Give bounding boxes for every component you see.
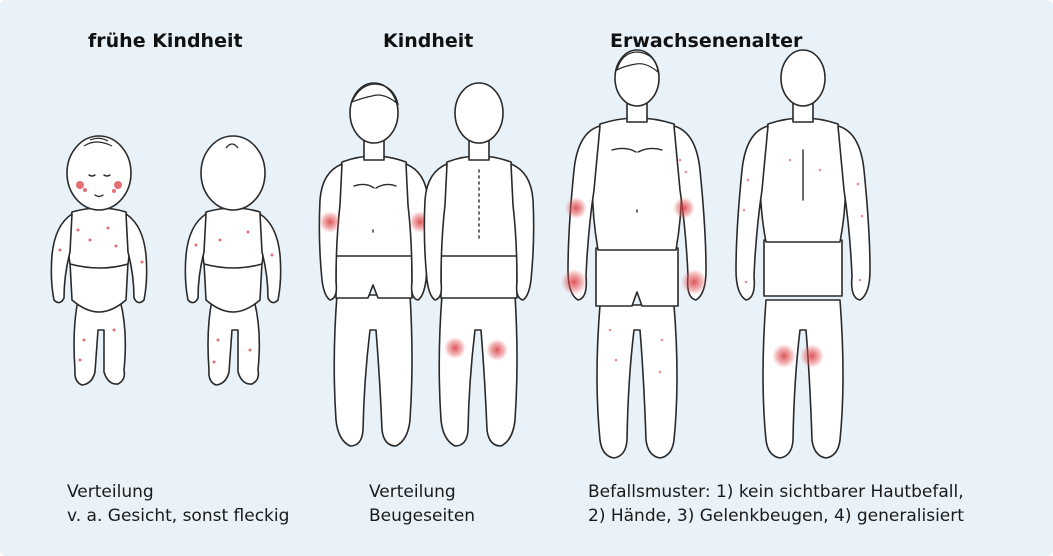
adult-front-figure: [561, 50, 707, 458]
infant-front-figure: [51, 136, 146, 385]
caption-childhood: Verteilung Beugeseiten: [369, 480, 475, 528]
child-front-figure: [319, 83, 431, 446]
caption-adulthood-line2: 2) Hände, 3) Gelenkbeugen, 4) generalisi…: [588, 504, 964, 528]
adult-back-figure: [736, 50, 870, 458]
caption-adulthood: Befallsmuster: 1) kein sichtbarer Hautbe…: [588, 480, 964, 528]
caption-childhood-line2: Beugeseiten: [369, 504, 475, 528]
caption-childhood-line1: Verteilung: [369, 480, 475, 504]
caption-early-childhood-line2: v. a. Gesicht, sonst fleckig: [67, 504, 289, 528]
caption-early-childhood: Verteilung v. a. Gesicht, sonst fleckig: [67, 480, 289, 528]
caption-adulthood-line1: Befallsmuster: 1) kein sichtbarer Hautbe…: [588, 480, 964, 504]
infant-back-figure: [185, 136, 280, 385]
caption-early-childhood-line1: Verteilung: [67, 480, 289, 504]
child-back-figure: [424, 83, 533, 446]
